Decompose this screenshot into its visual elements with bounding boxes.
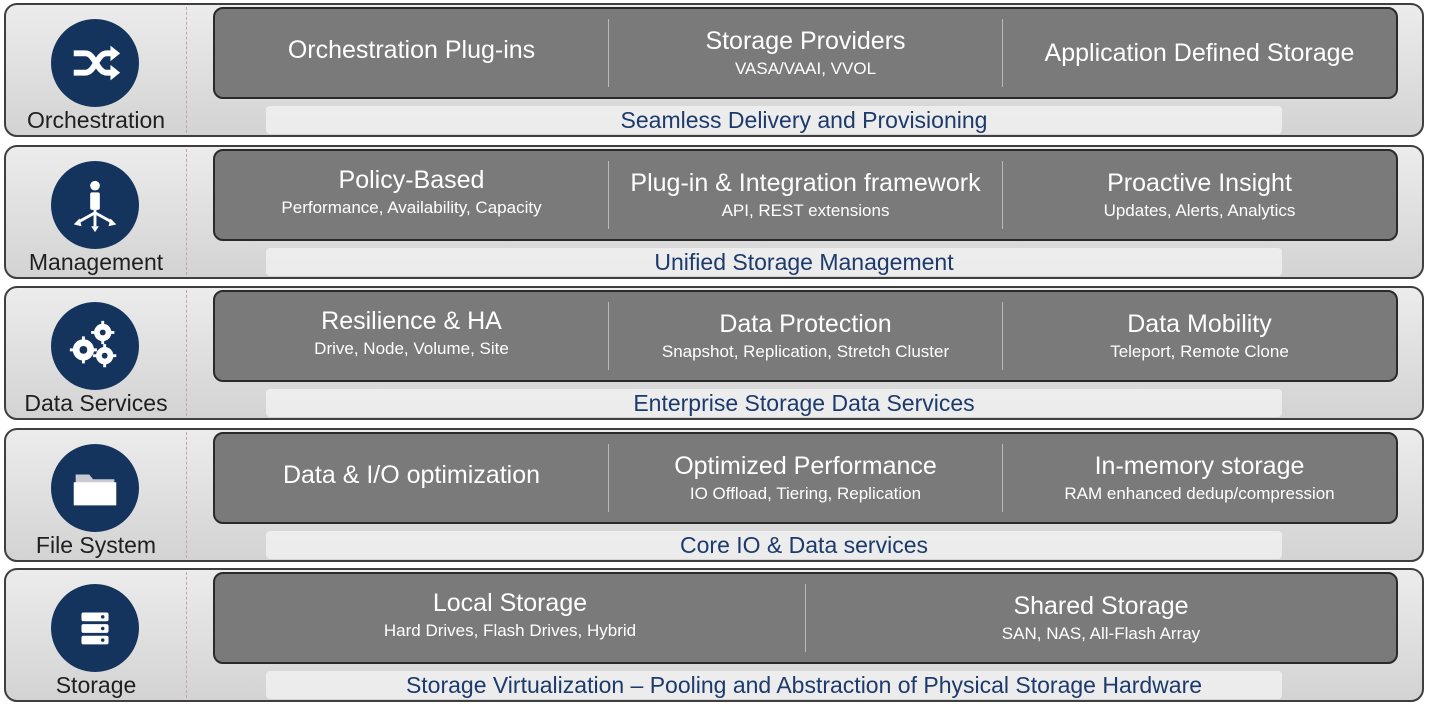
capability-cell: Data & I/O optimization — [215, 434, 608, 522]
layer-name: Management — [28, 249, 164, 275]
caption-band — [266, 671, 1282, 699]
layer-storage: Storage Local Storage Hard Drives, Flash… — [4, 568, 1424, 702]
capability-cell: Optimized Performance IO Offload, Tierin… — [608, 444, 1002, 512]
capability-title: Application Defined Storage — [1044, 39, 1355, 67]
layer-caption: Seamless Delivery and Provisioning — [620, 107, 988, 133]
capability-subtitle: VASA/VAAI, VVOL — [734, 59, 877, 78]
gears-icon — [51, 302, 139, 390]
capability-subtitle: Teleport, Remote Clone — [1110, 342, 1289, 361]
capability-cell: In-memory storage RAM enhanced dedup/com… — [1002, 444, 1396, 512]
layer-caption: Enterprise Storage Data Services — [633, 390, 975, 416]
capability-title: Resilience & HA — [321, 307, 502, 335]
capability-cell: Orchestration Plug-ins — [215, 9, 608, 97]
capability-cell: Policy-Based Performance, Availability, … — [215, 151, 608, 239]
caption-band — [266, 106, 1282, 134]
capability-title: Data Mobility — [1127, 310, 1272, 338]
capability-title: Shared Storage — [1013, 592, 1189, 620]
capability-cell: Data Protection Snapshot, Replication, S… — [608, 302, 1002, 370]
capability-title: Local Storage — [432, 589, 588, 617]
layer-name: File System — [35, 532, 157, 558]
layer-caption: Storage Virtualization – Pooling and Abs… — [405, 672, 1203, 698]
layer-name: Storage — [55, 672, 137, 698]
layer-caption: Unified Storage Management — [654, 249, 954, 275]
layer-divider — [186, 7, 187, 133]
capability-title: Data Protection — [719, 310, 892, 338]
person-arrows-icon — [51, 161, 139, 249]
capability-bar: Policy-Based Performance, Availability, … — [213, 149, 1398, 241]
capability-bar: Data & I/O optimization Optimized Perfor… — [213, 432, 1398, 524]
folder-icon — [51, 444, 139, 532]
capability-subtitle: Snapshot, Replication, Stretch Cluster — [661, 342, 950, 361]
layer-name: Orchestration — [26, 107, 166, 133]
capability-title: Orchestration Plug-ins — [287, 36, 536, 64]
capability-bar: Local Storage Hard Drives, Flash Drives,… — [213, 572, 1398, 664]
capability-title: Data & I/O optimization — [282, 461, 541, 489]
layer-orchestration: Orchestration Orchestration Plug-ins Sto… — [4, 3, 1424, 137]
capability-cell: Application Defined Storage — [1002, 19, 1396, 87]
caption-band — [266, 248, 1282, 276]
capability-title: Plug-in & Integration framework — [630, 169, 981, 197]
capability-subtitle: SAN, NAS, All-Flash Array — [1001, 624, 1201, 643]
capability-cell: Local Storage Hard Drives, Flash Drives,… — [215, 574, 805, 662]
capability-bar: Resilience & HA Drive, Node, Volume, Sit… — [213, 290, 1398, 382]
capability-cell: Data Mobility Teleport, Remote Clone — [1002, 302, 1396, 370]
capability-subtitle: RAM enhanced dedup/compression — [1064, 484, 1335, 503]
capability-cell: Storage Providers VASA/VAAI, VVOL — [608, 19, 1002, 87]
capability-cell: Plug-in & Integration framework API, RES… — [608, 161, 1002, 229]
capability-subtitle: Hard Drives, Flash Drives, Hybrid — [383, 621, 637, 640]
capability-bar: Orchestration Plug-ins Storage Providers… — [213, 7, 1398, 99]
capability-cell: Proactive Insight Updates, Alerts, Analy… — [1002, 161, 1396, 229]
caption-band — [266, 389, 1282, 417]
layer-data-services: Data Services Resilience & HA Drive, Nod… — [4, 286, 1424, 420]
caption-band — [266, 531, 1282, 559]
layer-divider — [186, 572, 187, 698]
layer-divider — [186, 290, 187, 416]
capability-title: Optimized Performance — [674, 452, 937, 480]
capability-subtitle: Drive, Node, Volume, Site — [314, 339, 509, 358]
layer-caption: Core IO & Data services — [680, 532, 928, 558]
capability-title: Proactive Insight — [1107, 169, 1292, 197]
capability-cell: Resilience & HA Drive, Node, Volume, Sit… — [215, 292, 608, 380]
layer-divider — [186, 149, 187, 275]
capability-cell: Shared Storage SAN, NAS, All-Flash Array — [805, 584, 1396, 652]
layer-management: Management Policy-Based Performance, Ava… — [4, 145, 1424, 279]
layer-name: Data Services — [24, 390, 168, 416]
capability-subtitle: Updates, Alerts, Analytics — [1103, 201, 1296, 220]
server-stack-icon — [51, 584, 139, 672]
capability-title: Storage Providers — [705, 27, 906, 55]
capability-subtitle: IO Offload, Tiering, Replication — [689, 484, 922, 503]
shuffle-arrows-icon — [51, 19, 139, 107]
capability-subtitle: API, REST extensions — [721, 201, 890, 220]
layer-file-system: File System Data & I/O optimization Opti… — [4, 428, 1424, 562]
capability-title: In-memory storage — [1094, 452, 1305, 480]
capability-title: Policy-Based — [338, 166, 485, 194]
capability-subtitle: Performance, Availability, Capacity — [281, 198, 542, 217]
layer-divider — [186, 432, 187, 558]
